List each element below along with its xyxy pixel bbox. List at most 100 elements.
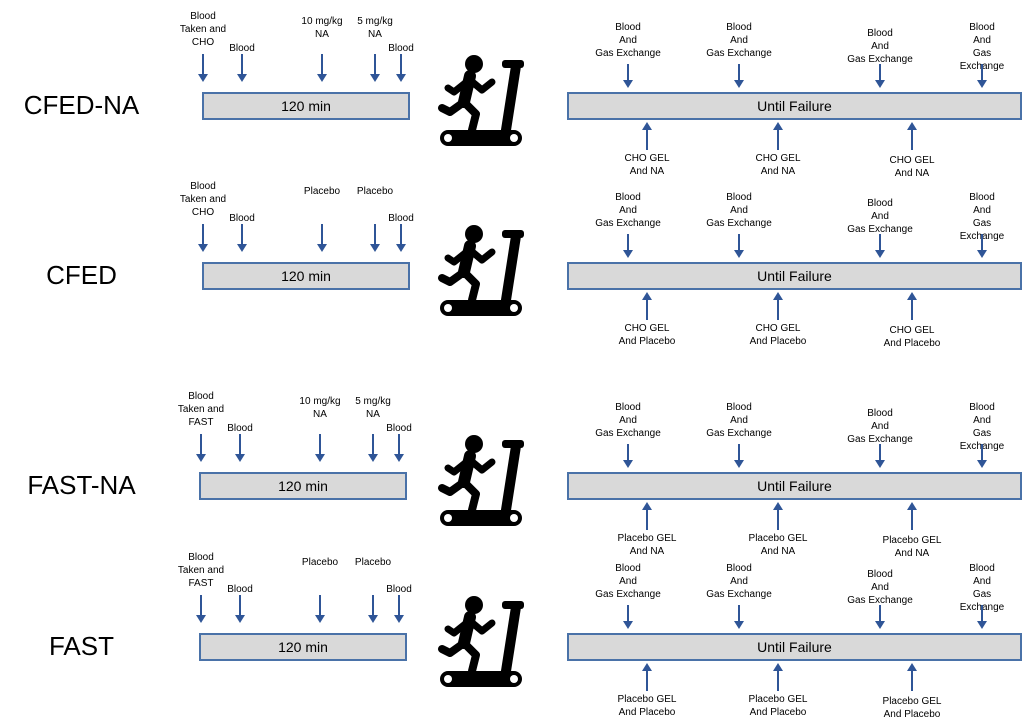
measurement-label: Blood And Gas Exchange — [847, 198, 913, 235]
up-arrow-icon — [773, 122, 783, 150]
down-arrow-icon — [734, 234, 744, 258]
pre-event-label: Blood — [227, 423, 253, 434]
pre-exercise-bar: 120 min — [199, 472, 407, 500]
treadmill-runner-icon — [436, 593, 528, 698]
down-arrow-icon — [875, 605, 885, 629]
pre-exercise-bar: 120 min — [199, 633, 407, 661]
down-arrow-icon — [237, 224, 247, 252]
supplement-label: Placebo GEL And NA — [748, 533, 808, 557]
until-failure-bar: Until Failure — [567, 472, 1022, 500]
down-arrow-icon — [235, 434, 245, 462]
treadmill-runner-icon-svg — [438, 596, 524, 687]
down-arrow-icon — [396, 54, 406, 82]
pre-event-label: Blood — [229, 213, 255, 224]
supplement-label: Placebo GEL And Placebo — [748, 694, 808, 718]
pre-event-label: Blood — [386, 423, 412, 434]
until-failure-bar: Until Failure — [567, 262, 1022, 290]
pre-event-label: Blood — [388, 213, 414, 224]
up-arrow-icon — [642, 292, 652, 320]
pre-event-label: Placebo — [356, 186, 394, 197]
pre-event-label: Blood — [386, 584, 412, 595]
pre-event-label: Blood — [388, 43, 414, 54]
down-arrow-icon — [394, 434, 404, 462]
treadmill-runner-icon — [436, 52, 528, 157]
measurement-label: Blood And Gas Exchange — [706, 563, 772, 600]
condition-label: FAST-NA — [27, 470, 136, 500]
down-arrow-icon — [977, 234, 987, 258]
treadmill-runner-icon — [436, 222, 528, 327]
condition-label: CFED-NA — [23, 90, 140, 120]
measurement-label: Blood And Gas Exchange — [595, 192, 661, 229]
down-arrow-icon — [237, 54, 247, 82]
down-arrow-icon — [875, 64, 885, 88]
supplement-label: Placebo GEL And NA — [617, 533, 677, 557]
down-arrow-icon — [315, 434, 325, 462]
down-arrow-icon — [623, 605, 633, 629]
supplement-label: CHO GEL And Placebo — [749, 323, 807, 347]
treadmill-runner-icon — [436, 432, 528, 537]
up-arrow-icon — [773, 292, 783, 320]
pre-event-label: Blood — [227, 584, 253, 595]
up-arrow-icon — [907, 663, 917, 691]
down-arrow-icon — [370, 54, 380, 82]
down-arrow-icon — [196, 595, 206, 623]
condition-label: FAST — [48, 631, 114, 661]
down-arrow-icon — [198, 224, 208, 252]
down-arrow-icon — [734, 64, 744, 88]
measurement-label: Blood And Gas Exchange — [847, 408, 913, 445]
down-arrow-icon — [370, 224, 380, 252]
measurement-label: Blood And Gas Exchange — [595, 22, 661, 59]
supplement-label: CHO GEL And NA — [755, 153, 801, 177]
measurement-label: Blood And Gas Exchange — [595, 563, 661, 600]
down-arrow-icon — [394, 595, 404, 623]
down-arrow-icon — [623, 234, 633, 258]
measurement-label: Blood And Gas Exchange — [706, 22, 772, 59]
down-arrow-icon — [623, 64, 633, 88]
treadmill-runner-icon-svg — [438, 55, 524, 146]
condition-label: CFED — [46, 260, 117, 290]
treadmill-runner-icon-svg — [438, 225, 524, 316]
supplement-label: CHO GEL And Placebo — [618, 323, 676, 347]
pre-exercise-bar: 120 min — [202, 92, 410, 120]
pre-event-label: 5 mg/kg NA — [357, 16, 393, 40]
down-arrow-icon — [368, 434, 378, 462]
supplement-label: Placebo GEL And Placebo — [617, 694, 677, 718]
up-arrow-icon — [642, 122, 652, 150]
pre-event-label: Blood Taken and FAST — [177, 391, 225, 428]
pre-event-label: Placebo — [303, 186, 341, 197]
up-arrow-icon — [773, 502, 783, 530]
pre-event-label: 5 mg/kg NA — [355, 396, 391, 420]
supplement-label: CHO GEL And NA — [889, 155, 935, 179]
measurement-label: Blood And Gas Exchange — [595, 402, 661, 439]
down-arrow-icon — [875, 234, 885, 258]
down-arrow-icon — [977, 444, 987, 468]
down-arrow-icon — [317, 224, 327, 252]
pre-event-label: Placebo — [301, 557, 339, 568]
until-failure-bar: Until Failure — [567, 92, 1022, 120]
pre-event-label: Blood — [229, 43, 255, 54]
up-arrow-icon — [642, 663, 652, 691]
up-arrow-icon — [642, 502, 652, 530]
measurement-label: Blood And Gas Exchange — [847, 569, 913, 606]
down-arrow-icon — [235, 595, 245, 623]
supplement-label: CHO GEL And NA — [624, 153, 670, 177]
up-arrow-icon — [773, 663, 783, 691]
measurement-label: Blood And Gas Exchange — [847, 28, 913, 65]
down-arrow-icon — [317, 54, 327, 82]
supplement-label: CHO GEL And Placebo — [883, 325, 941, 349]
down-arrow-icon — [368, 595, 378, 623]
up-arrow-icon — [907, 502, 917, 530]
treadmill-runner-icon-svg — [438, 435, 524, 526]
supplement-label: Placebo GEL And Placebo — [882, 696, 942, 720]
down-arrow-icon — [196, 434, 206, 462]
down-arrow-icon — [315, 595, 325, 623]
down-arrow-icon — [875, 444, 885, 468]
pre-exercise-bar: 120 min — [202, 262, 410, 290]
pre-event-label: Placebo — [354, 557, 392, 568]
down-arrow-icon — [396, 224, 406, 252]
pre-event-label: Blood Taken and CHO — [179, 181, 227, 218]
